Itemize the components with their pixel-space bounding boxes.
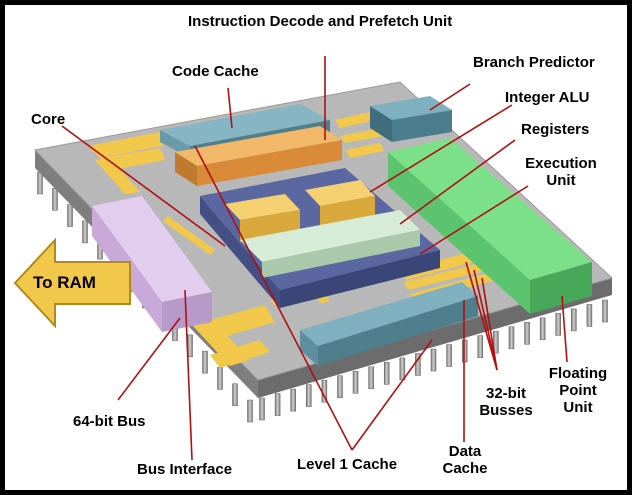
chip-pin bbox=[493, 330, 499, 354]
chip-pin bbox=[247, 399, 253, 423]
chip-pin bbox=[602, 299, 608, 323]
chip-pin bbox=[232, 383, 238, 406]
branch-predictor-block bbox=[370, 96, 452, 120]
bus-interface-block bbox=[92, 196, 212, 302]
chip-pin bbox=[415, 353, 421, 376]
chip-pin bbox=[539, 317, 546, 341]
chip-pin bbox=[555, 313, 561, 336]
label-registers: Registers bbox=[521, 121, 590, 138]
label-code-cache: Code Cache bbox=[172, 63, 259, 80]
chip-pin bbox=[477, 335, 484, 358]
label-busses-line2: Busses bbox=[479, 402, 533, 419]
label-fpu-line1: Floating bbox=[548, 365, 608, 382]
chip-pin bbox=[337, 375, 343, 398]
label-64bit-bus: 64-bit Bus bbox=[73, 413, 146, 430]
chip-pin bbox=[430, 348, 437, 372]
chip-pin bbox=[259, 397, 265, 421]
diagram-canvas: Instruction Decode and Prefetch Unit Cod… bbox=[5, 5, 627, 490]
label-data-line1: Data bbox=[448, 443, 482, 460]
chip-pin bbox=[368, 366, 374, 390]
integer-alu-right bbox=[305, 180, 375, 206]
to-ram-arrow bbox=[13, 237, 131, 329]
label-bus-interface: Bus Interface bbox=[137, 461, 233, 478]
leader-lines bbox=[61, 56, 568, 461]
label-fpu-line3: Unit bbox=[563, 399, 593, 416]
chip-pin bbox=[306, 384, 312, 407]
chip-pin bbox=[571, 308, 577, 332]
label-level1-cache: Level 1 Cache bbox=[297, 456, 398, 473]
data-cache-block bbox=[300, 282, 478, 346]
label-execution-unit: Execution Unit bbox=[523, 155, 599, 189]
chip-pin bbox=[586, 304, 593, 327]
label-32bit-busses: 32-bit Busses bbox=[475, 385, 537, 419]
chip-pin bbox=[82, 220, 88, 244]
chip-pin bbox=[524, 322, 530, 345]
label-busses-line1: 32-bit bbox=[485, 385, 526, 402]
label-branch-predictor: Branch Predictor bbox=[473, 54, 595, 71]
chip-pin bbox=[202, 350, 208, 374]
label-instruction-decode: Instruction Decode and Prefetch Unit bbox=[188, 13, 453, 30]
decode-unit-block bbox=[175, 126, 342, 166]
chip-pin bbox=[399, 357, 406, 381]
chip-pin bbox=[67, 204, 73, 227]
chip-pin bbox=[290, 388, 296, 412]
label-fpu-line2: Point bbox=[559, 382, 597, 399]
label-to-ram: To RAM bbox=[33, 273, 96, 292]
chip-pin bbox=[274, 393, 281, 416]
label-execution-line1: Execution bbox=[525, 155, 597, 172]
code-cache-block bbox=[160, 104, 330, 146]
label-execution-line2: Unit bbox=[546, 172, 576, 189]
integer-alu-left bbox=[225, 194, 300, 220]
chip-pin bbox=[217, 367, 223, 390]
label-data-cache: Data Cache bbox=[440, 443, 490, 477]
label-core: Core bbox=[31, 111, 66, 128]
label-floating-point-unit: Floating Point Unit bbox=[543, 365, 613, 416]
chip-pin bbox=[446, 344, 452, 367]
chip-pin bbox=[37, 171, 43, 195]
registers-block bbox=[240, 210, 420, 262]
label-integer-alu: Integer ALU bbox=[505, 89, 590, 106]
chip-pin bbox=[352, 371, 359, 394]
label-data-line2: Cache bbox=[442, 460, 488, 477]
chip-pin bbox=[508, 326, 515, 349]
chip-pin bbox=[52, 188, 58, 211]
chip-pin bbox=[383, 362, 390, 385]
cpu-diagram bbox=[13, 56, 613, 461]
